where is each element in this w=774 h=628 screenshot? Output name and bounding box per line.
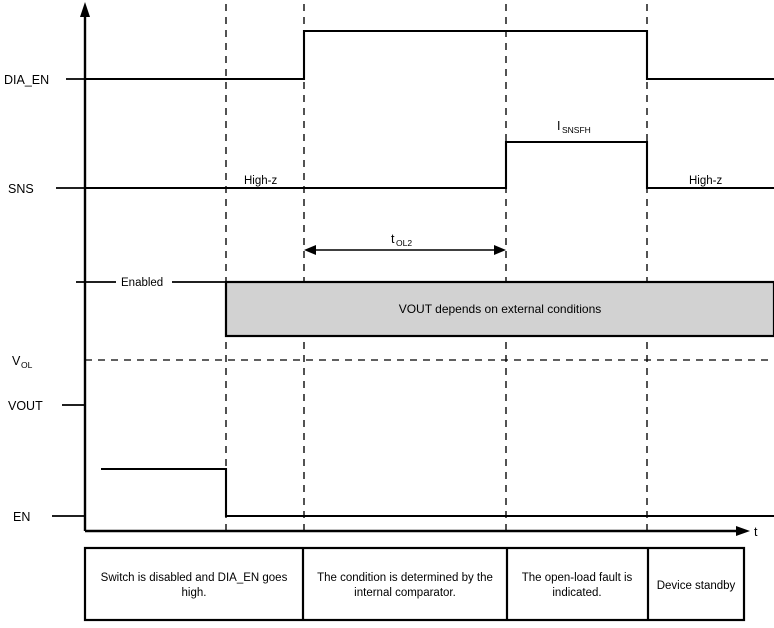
waveform-sns — [56, 140, 774, 190]
phase-table-cell-1: Switch is disabled and DIA_EN goes high. — [101, 572, 288, 599]
interval-tol2 — [304, 245, 506, 255]
signal-label-dia-en: DIA_EN — [4, 73, 49, 87]
signal-label-sns: SNS — [8, 182, 34, 196]
level-label-enabled: Enabled — [121, 277, 163, 289]
vol-main-text: V — [12, 354, 21, 368]
label-high-z-first: High-z — [244, 175, 277, 187]
label-tol2: t OL2 — [391, 232, 412, 248]
dia-en-trace — [85, 29, 774, 81]
isnsfh-main-text: I — [557, 119, 560, 133]
sns-trace — [85, 140, 774, 190]
phase-3-line-2: indicated. — [552, 587, 601, 599]
y-axis-arrowhead — [80, 2, 90, 17]
signal-label-en: EN — [13, 510, 30, 524]
phase-2-line-1: The condition is determined by the — [317, 572, 493, 584]
vout-shaded-rect — [224, 280, 774, 338]
phase-4-line-1: Device standby — [657, 580, 736, 592]
phase-table-border — [83, 546, 746, 622]
isnsfh-subscript-text: SNSFH — [562, 125, 591, 135]
phase-table-cell-4: Device standby — [657, 580, 736, 592]
x-axis-arrowhead — [736, 526, 750, 536]
vout-shaded-region — [224, 280, 774, 338]
waveform-dia-en — [66, 29, 774, 81]
tol2-main-text: t — [391, 232, 395, 246]
phase-1-line-2: high. — [182, 587, 207, 599]
phase-table-cell-3: The open-load fault is indicated. — [522, 572, 633, 599]
signal-label-vout: VOUT — [8, 399, 43, 413]
phase-2-line-2: internal comparator. — [354, 587, 456, 599]
waveform-en — [52, 467, 774, 518]
phase-1-line-1: Switch is disabled and DIA_EN goes — [101, 572, 288, 584]
label-isnsfh: I SNSFH — [557, 119, 591, 135]
phase-marker-lines — [225, 4, 648, 530]
vol-subscript-text: OL — [21, 360, 33, 370]
tol2-arrowhead-left — [304, 245, 316, 255]
phase-table: Switch is disabled and DIA_EN goes high.… — [83, 546, 746, 622]
tol2-arrowhead-right — [494, 245, 506, 255]
shaded-region-text: VOUT depends on external conditions — [399, 302, 602, 316]
level-label-vol: V OL — [12, 354, 33, 370]
tol2-subscript-text: OL2 — [396, 238, 412, 248]
phase-3-line-1: The open-load fault is — [522, 572, 633, 584]
axes-group — [80, 2, 750, 536]
en-trace — [101, 467, 774, 518]
axis-label-time: t — [754, 525, 758, 539]
label-high-z-second: High-z — [689, 175, 722, 187]
phase-table-cell-2: The condition is determined by the inter… — [317, 572, 493, 599]
